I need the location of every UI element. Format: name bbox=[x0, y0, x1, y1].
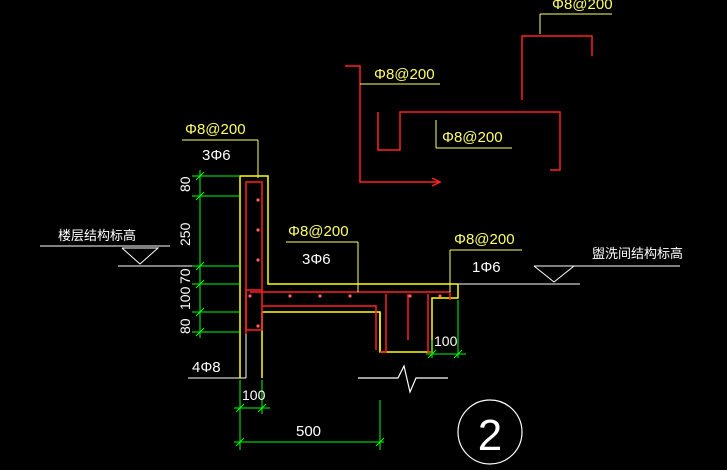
detail-number: 2 bbox=[478, 411, 502, 460]
upper-step-callout: Φ8@200 bbox=[360, 66, 440, 85]
horizontal-dimensions bbox=[234, 300, 466, 450]
dim-v-5: 80 bbox=[177, 318, 193, 334]
slab-label-2: 3Φ6 bbox=[302, 251, 331, 268]
level-marker-right: 盥洗间结构标高 bbox=[458, 246, 683, 285]
right-ledge-callout: Φ8@200 1Φ6 bbox=[449, 231, 522, 292]
top-partial-label: Φ8@200 bbox=[552, 0, 613, 13]
dim-wall-width: 100 bbox=[242, 387, 266, 403]
upper-inner-label: Φ8@200 bbox=[442, 129, 503, 146]
right-ledge-label-1: Φ8@200 bbox=[454, 231, 515, 248]
dim-v-2: 250 bbox=[177, 222, 193, 246]
break-line bbox=[358, 364, 448, 394]
detail-marker: 2 bbox=[457, 399, 523, 465]
horizontal-dimension-texts: 100 500 100 bbox=[242, 333, 458, 440]
bottom-bars-callout: 4Φ8 bbox=[188, 334, 247, 379]
dim-total: 500 bbox=[296, 423, 321, 440]
top-partial-callout: Φ8@200 bbox=[539, 0, 613, 34]
upper-step-label: Φ8@200 bbox=[374, 66, 435, 83]
left-wall-label-1: Φ8@200 bbox=[185, 121, 246, 138]
dim-v-4: 100 bbox=[177, 286, 193, 310]
dim-v-3: 70 bbox=[177, 268, 193, 284]
level-marker-left: 楼层结构标高 bbox=[40, 228, 240, 267]
bottom-bars-label: 4Φ8 bbox=[192, 359, 221, 376]
vertical-dimension-texts: 80 250 70 100 80 bbox=[177, 176, 193, 334]
vertical-dimension-chain bbox=[192, 170, 240, 338]
left-wall-label-2: 3Φ6 bbox=[202, 147, 231, 164]
level-left-label: 楼层结构标高 bbox=[58, 228, 136, 244]
right-ledge-label-2: 1Φ6 bbox=[472, 259, 501, 276]
dim-v-1: 80 bbox=[177, 176, 193, 192]
rebar-dots bbox=[248, 198, 442, 328]
left-wall-callout: Φ8@200 3Φ6 bbox=[182, 121, 259, 178]
slab-label-1: Φ8@200 bbox=[288, 223, 349, 240]
upper-inner-callout: Φ8@200 bbox=[435, 120, 512, 149]
upper-step-rebar bbox=[345, 35, 593, 187]
concrete-outline bbox=[239, 175, 459, 378]
dim-right: 100 bbox=[434, 333, 458, 349]
level-right-label: 盥洗间结构标高 bbox=[592, 246, 683, 262]
slab-callout: Φ8@200 3Φ6 bbox=[286, 223, 359, 292]
